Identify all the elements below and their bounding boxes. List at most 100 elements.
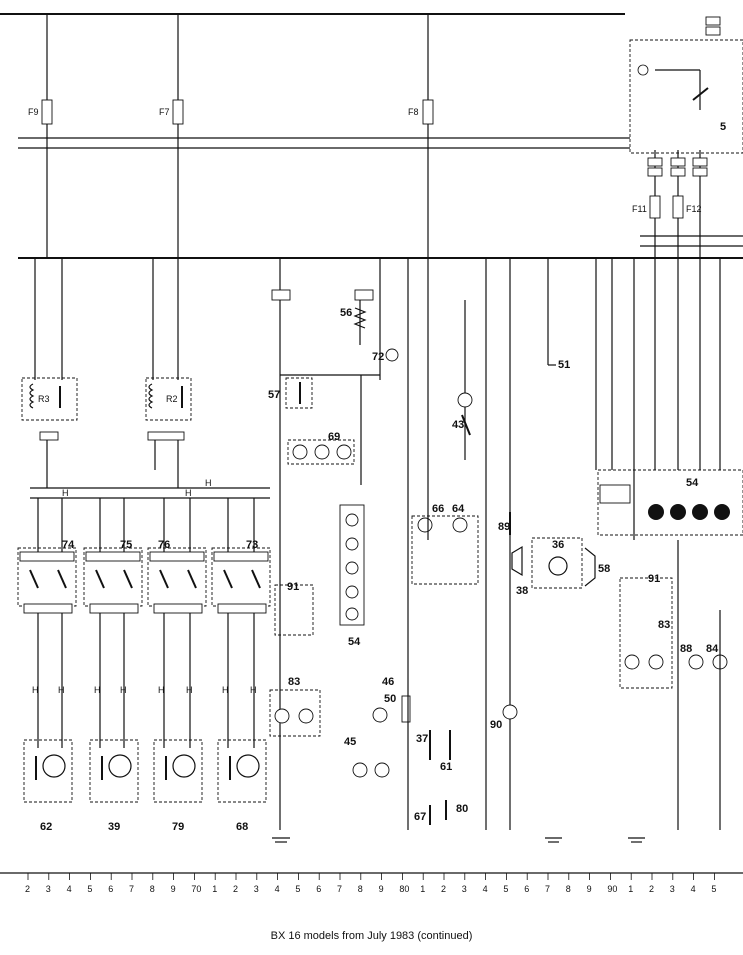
ruler-label: 70: [191, 884, 201, 894]
component-label: 50: [384, 693, 396, 705]
ruler-label: 9: [587, 884, 592, 894]
component-label: 64: [452, 503, 465, 515]
component-label: 66: [432, 503, 444, 515]
ruler-label: 3: [254, 884, 259, 894]
ruler-label: 7: [337, 884, 342, 894]
component-label: 58: [598, 563, 610, 575]
component-label: 67: [414, 811, 426, 823]
switch-61: 61: [440, 730, 452, 773]
switch-75: 75: [83, 539, 143, 614]
component-label: 57: [268, 389, 280, 401]
component-label: 69: [328, 431, 340, 443]
svg-text:H: H: [185, 488, 192, 498]
component-label: 79: [172, 821, 184, 833]
svg-text:H: H: [62, 488, 69, 498]
svg-text:54: 54: [686, 477, 699, 489]
ruler-label: 8: [150, 884, 155, 894]
switch-89: 89: [498, 512, 511, 535]
ruler-label: 7: [129, 884, 134, 894]
component-label: 36: [552, 539, 564, 551]
ruler-label: 2: [233, 884, 238, 894]
switch-73: 73: [211, 539, 271, 614]
diagram-caption: BX 16 models from July 1983 (continued): [270, 930, 473, 942]
unit-58: 58: [584, 547, 610, 587]
lamp-50: 50: [384, 693, 411, 723]
component-label: 83: [288, 676, 300, 688]
ground-51: 51: [548, 359, 570, 371]
component-label: 90: [490, 719, 502, 731]
ruler-label: 9: [379, 884, 384, 894]
fuse-label: F9: [28, 107, 39, 117]
ruler-label: 8: [566, 884, 571, 894]
component-label: 62: [40, 821, 52, 833]
ruler-label: 8: [358, 884, 363, 894]
ruler-label: 4: [483, 884, 488, 894]
ruler-label: 1: [212, 884, 217, 894]
ruler-label: 6: [108, 884, 113, 894]
ruler-label: 7: [545, 884, 550, 894]
component-label: 84: [706, 643, 719, 655]
ruler-label: 6: [316, 884, 321, 894]
ruler-label: 90: [607, 884, 617, 894]
lamps-69: 69: [287, 431, 355, 465]
switch-37: 37: [416, 730, 431, 760]
svg-text:91: 91: [648, 573, 660, 585]
ruler-label: 2: [25, 884, 30, 894]
ruler-label: 3: [462, 884, 467, 894]
switch-67: 67: [414, 805, 431, 825]
component-label: 38: [516, 585, 528, 597]
relay-r2: R2: [145, 377, 192, 421]
component-label: 68: [236, 821, 248, 833]
component-label: 89: [498, 521, 510, 533]
ruler-label: 5: [295, 884, 300, 894]
ruler-label: 9: [171, 884, 176, 894]
svg-text:H: H: [250, 685, 257, 695]
component-label: 80: [456, 803, 468, 815]
component-label: 88: [680, 643, 692, 655]
svg-text:5: 5: [720, 121, 726, 133]
component-label: 45: [344, 736, 356, 748]
relay-r3: R3: [21, 377, 78, 421]
fuse-label: F11: [632, 204, 647, 214]
lamp-bar-54: 54: [339, 375, 365, 648]
ruler-label: 2: [441, 884, 446, 894]
ruler-label: 2: [649, 884, 654, 894]
motor-62: 62: [23, 739, 73, 833]
ruler-label: 3: [670, 884, 675, 894]
lamp-46: 46: [372, 676, 394, 723]
motor-79: 79: [153, 739, 203, 833]
motor-68: 68: [217, 739, 267, 833]
ruler-label: 4: [67, 884, 72, 894]
component-label: 54: [348, 636, 361, 648]
lamps-66-64: 66 64: [411, 503, 479, 585]
lamps-45: 45: [344, 736, 390, 778]
ruler-label: 4: [275, 884, 280, 894]
relay-label: R2: [166, 394, 178, 404]
lamps-83: 83: [269, 676, 321, 737]
svg-text:H: H: [94, 685, 101, 695]
rheostat-56: 56: [340, 300, 367, 345]
ruler-label: 4: [691, 884, 696, 894]
ruler-label: 6: [524, 884, 529, 894]
fuse-f11: F11: [632, 150, 663, 258]
ruler-label: 5: [711, 884, 716, 894]
fuse-f8: F8: [408, 14, 434, 258]
svg-text:83: 83: [658, 619, 670, 631]
fuse-label: F12: [686, 204, 702, 214]
motor-36: 36: [531, 537, 583, 589]
svg-text:H: H: [32, 685, 39, 695]
component-label: 75: [120, 539, 132, 551]
component-label: 74: [62, 539, 75, 551]
ruler-label: 3: [46, 884, 51, 894]
svg-text:H: H: [58, 685, 65, 695]
lamp-72: 72: [372, 348, 399, 363]
ruler-label: 5: [503, 884, 508, 894]
fuse-label: F8: [408, 107, 419, 117]
lamp-84: 84: [706, 643, 719, 655]
svg-text:H: H: [205, 478, 212, 488]
svg-text:H: H: [222, 685, 229, 695]
component-label: 56: [340, 307, 352, 319]
switch-80: 80: [445, 800, 468, 820]
